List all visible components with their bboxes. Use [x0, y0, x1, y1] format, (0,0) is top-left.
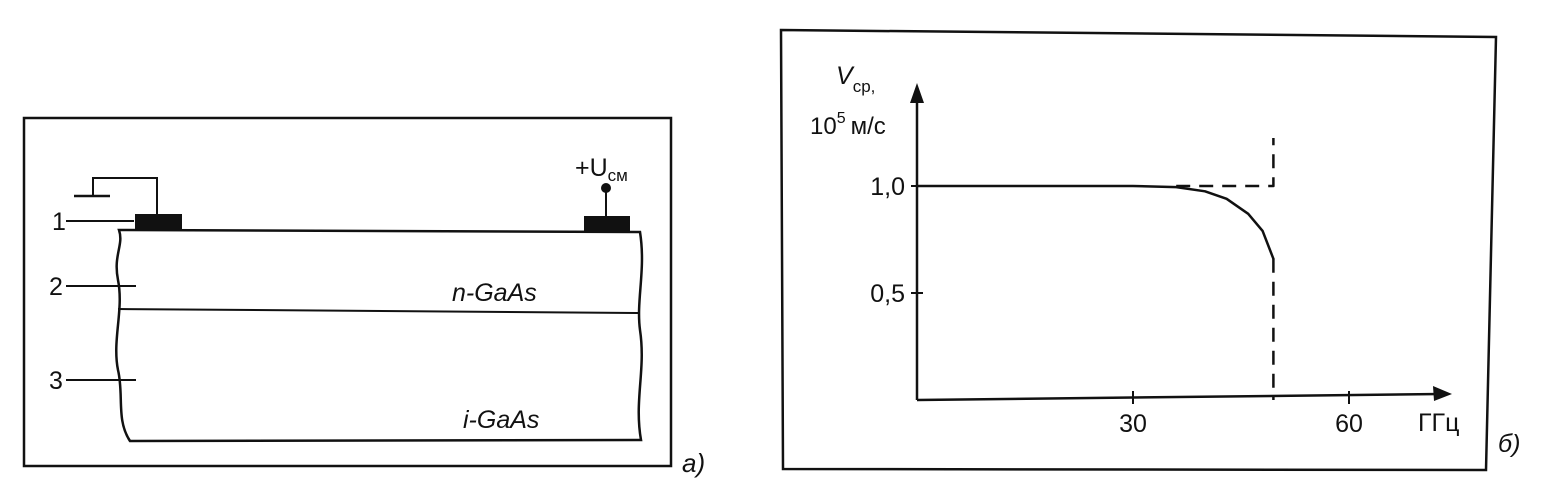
- marker-1-label: 1: [52, 208, 66, 236]
- panel-a: a) +Uсм 1 2 3 n-GaAs i-GaAs: [22, 116, 705, 478]
- x-tick-label: 30: [1119, 410, 1147, 438]
- y-tick-label: 1,0: [870, 173, 905, 201]
- layer-boundary-line: [117, 308, 641, 314]
- velocity-curve-solid: [915, 184, 1275, 261]
- x-axis-line: [916, 392, 1441, 402]
- axis-ticks: 1,0 0,5 30 60: [870, 173, 1363, 438]
- bias-voltage-label: +Uсм: [575, 154, 628, 185]
- y-axis-label-symbol: Vср,: [836, 62, 875, 96]
- panel-a-caption: a): [682, 448, 705, 478]
- plot-curves: [915, 138, 1275, 400]
- marker-3-label: 3: [49, 367, 63, 395]
- cutoff-dashed-line: [1176, 138, 1275, 188]
- x-axis-unit-label: ГГц: [1418, 409, 1459, 437]
- layer-top-label: n-GaAs: [452, 279, 537, 307]
- device-body-outline: [115, 228, 644, 443]
- marker-2-label: 2: [49, 273, 63, 301]
- panel-b-frame: [779, 28, 1498, 472]
- panel-b-caption: б): [1498, 430, 1520, 458]
- bias-terminal-icon: [601, 183, 611, 216]
- layer-bottom-label: i-GaAs: [463, 406, 539, 434]
- right-contact-pad: [584, 216, 630, 232]
- panel-a-frame: [22, 116, 673, 468]
- y-tick-label: 0,5: [870, 280, 905, 308]
- ground-icon: [74, 177, 158, 214]
- y-axis-arrow-icon: [910, 83, 924, 103]
- left-contact-pad: [135, 214, 182, 230]
- x-axis-arrow-icon: [1433, 386, 1452, 401]
- x-tick-label: 60: [1335, 410, 1363, 438]
